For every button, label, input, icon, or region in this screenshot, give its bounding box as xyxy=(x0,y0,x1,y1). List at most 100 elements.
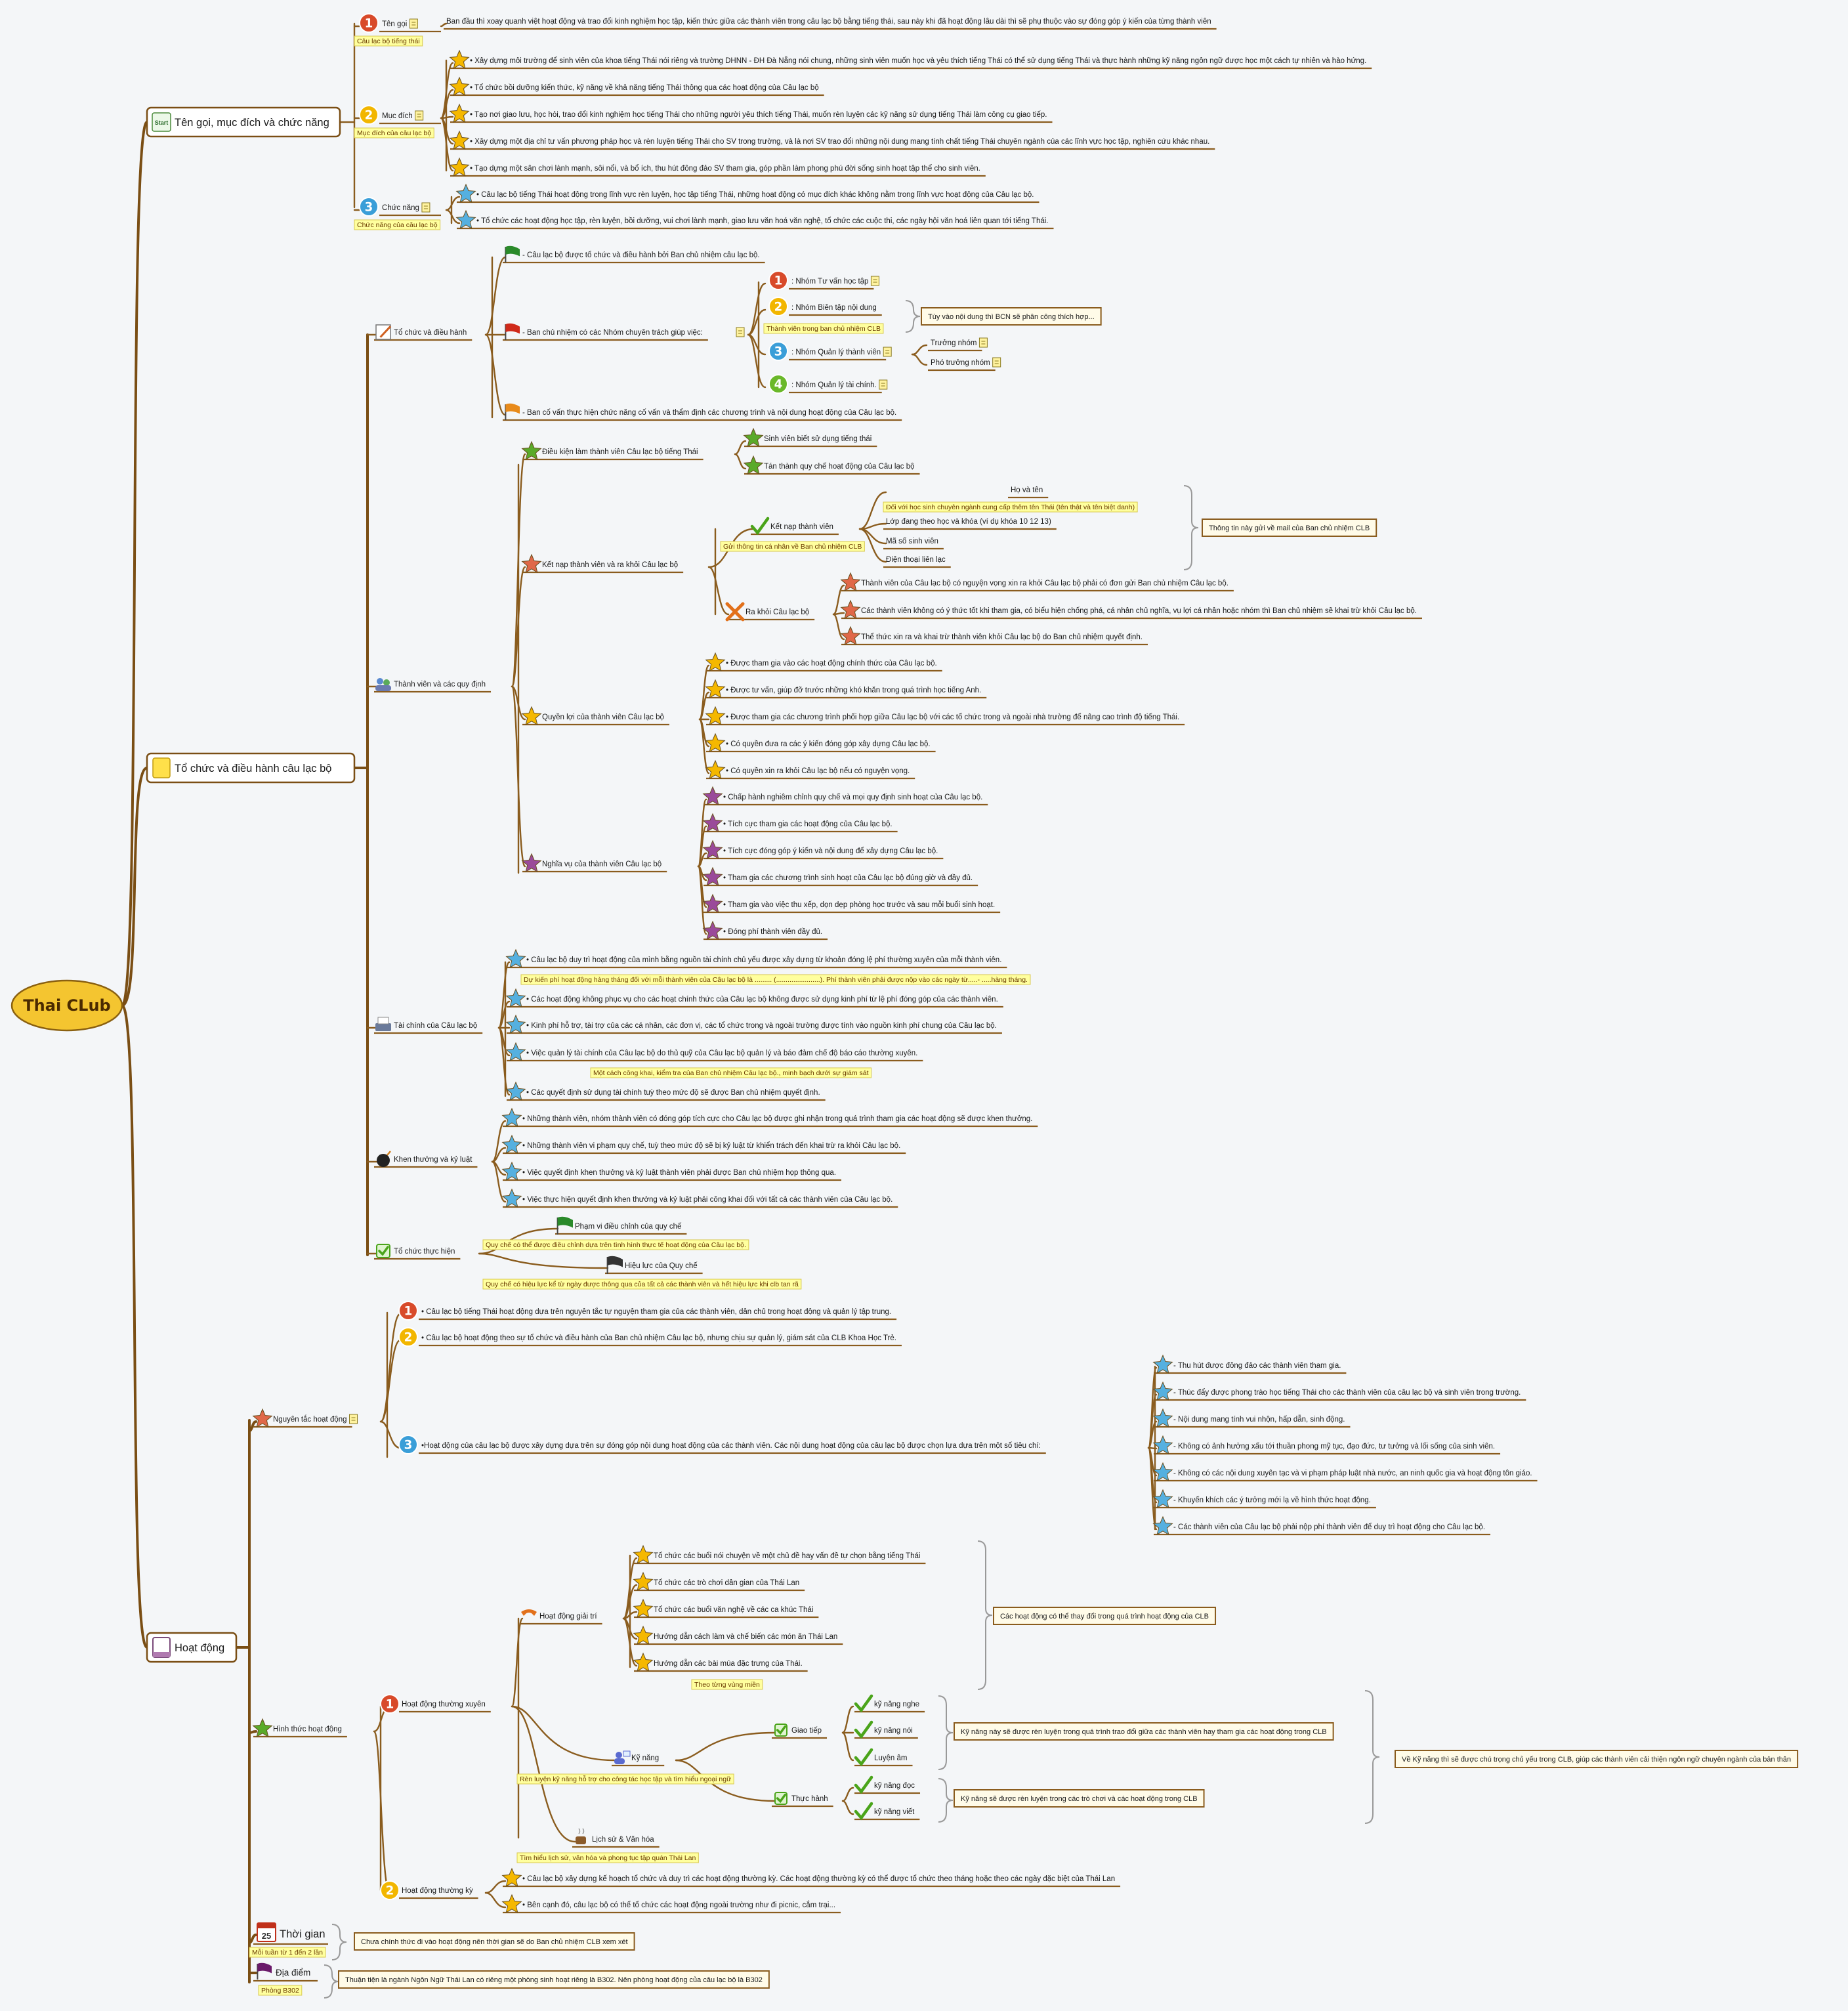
connector xyxy=(1147,1447,1158,1531)
connector xyxy=(491,1160,507,1203)
checkbox-icon xyxy=(774,1792,788,1805)
leaf-node: - Thu hút được đông đảo các thành viên t… xyxy=(1173,1362,1341,1370)
star-icon xyxy=(743,427,764,448)
leaf-node: • Tích cực đóng góp ý kiến và nội dung đ… xyxy=(723,847,938,855)
leaf-node: • Những thành viên, nhóm thành viên có đ… xyxy=(522,1115,1032,1123)
leaf-node: • Các quyết định sử dụng tài chính tuỳ t… xyxy=(526,1089,820,1097)
star-icon xyxy=(501,1161,522,1181)
leaf-node: Hoạt động thường xuyên xyxy=(402,1701,486,1708)
node-label-box xyxy=(482,1279,802,1290)
node-label-box xyxy=(249,1947,326,1958)
connector xyxy=(445,209,461,224)
connector xyxy=(734,453,747,470)
calendar-icon: 25 xyxy=(257,1922,276,1942)
svg-text:2: 2 xyxy=(386,1884,394,1897)
connector xyxy=(858,528,887,563)
connector xyxy=(379,1339,402,1423)
leaf-node: Trưởng nhóm xyxy=(931,339,976,347)
star-icon xyxy=(633,1544,654,1565)
topic-place: Địa điểm xyxy=(276,1968,310,1978)
connector xyxy=(484,333,507,416)
node-label-box xyxy=(883,501,1138,513)
star-icon xyxy=(501,1107,522,1128)
leaf-node: Điện thoại liên lạc xyxy=(886,556,946,564)
flag-icon xyxy=(505,323,520,340)
checkbox-icon xyxy=(376,1244,390,1258)
number-3-icon: 3 xyxy=(768,341,788,361)
main-branch xyxy=(121,767,148,1007)
leaf-node: kỹ năng nói xyxy=(874,1727,913,1735)
callout-box-text: Về Kỹ năng thì sẽ được chú trọng chủ yếu… xyxy=(1402,1756,1791,1764)
star-icon xyxy=(705,706,726,726)
leaf-node: Các thành viên không có ý thức tốt khi t… xyxy=(861,607,1417,615)
leaf-node: Tổ chức các buổi văn nghệ về các ca khúc… xyxy=(654,1606,813,1614)
bomb-icon xyxy=(377,1151,391,1167)
leaf-node: Kết nạp thành viên và ra khỏi Câu lạc bộ xyxy=(542,561,678,569)
coffee-icon xyxy=(576,1828,586,1844)
leaf-node: Lịch sử & Văn hóa xyxy=(592,1836,654,1844)
check-icon xyxy=(854,1694,873,1713)
printer-icon xyxy=(375,1017,391,1031)
main-topic-label: Hoạt động xyxy=(175,1642,224,1654)
topic-time: Thời gian xyxy=(280,1928,326,1940)
number-2-icon: 2 xyxy=(768,297,788,316)
star-icon xyxy=(702,866,723,887)
leaf-node: kỹ năng đọc xyxy=(874,1782,915,1790)
main-topic[interactable]: Tên gọi, mục đích và chức năng xyxy=(146,106,341,138)
connector xyxy=(747,308,766,336)
star-icon xyxy=(505,1014,526,1034)
star-icon xyxy=(449,49,470,70)
node-label-box xyxy=(482,1239,749,1250)
star-icon xyxy=(840,625,861,646)
svg-text:Start: Start xyxy=(155,119,169,126)
note-icon xyxy=(415,110,424,121)
leaf-node: Tài chính của Câu lạc bộ xyxy=(394,1022,477,1030)
main-branch xyxy=(121,1004,148,1649)
leaf-node: • Xây dựng môi trường để sinh viên của k… xyxy=(470,56,1366,65)
node-label: Phòng B302 xyxy=(261,1987,299,1995)
leaf-node: • Tổ chức bồi dưỡng kiến thức, kỹ năng v… xyxy=(470,84,819,92)
number-3-icon: 3 xyxy=(398,1435,418,1454)
leaf-node: : Nhóm Quản lý tài chính. xyxy=(791,381,877,389)
node-label-box xyxy=(354,35,423,47)
leaf-node: Tên gọi xyxy=(382,20,407,28)
connector xyxy=(747,282,766,336)
note-icon xyxy=(870,276,879,286)
star-icon xyxy=(633,1625,654,1645)
leaf-node: Quyền lợi của thành viên Câu lạc bộ xyxy=(542,713,664,721)
connector xyxy=(707,566,730,616)
leaf-node: Thành viên của Câu lạc bộ có nguyện vọng… xyxy=(861,580,1228,587)
leaf-node: • Xây dựng một địa chỉ tư vấn phương phá… xyxy=(470,138,1209,146)
leaf-node: : Nhóm Biên tập nội dung xyxy=(791,304,877,312)
leaf-node: Tán thành quy chế hoạt động của Câu lạc … xyxy=(764,463,915,471)
check-icon xyxy=(854,1748,873,1767)
connector xyxy=(248,1934,257,1944)
root-topic[interactable]: Thai CLub xyxy=(10,979,123,1032)
node-label: Mỗi tuần từ 1 đến 2 lần xyxy=(252,1948,323,1957)
brace xyxy=(977,1540,993,1690)
star-icon xyxy=(705,652,726,672)
svg-text:1: 1 xyxy=(774,274,783,287)
star-icon xyxy=(702,893,723,914)
cross-icon xyxy=(725,602,745,622)
leaf-node: • Việc thực hiện quyết định khen thưởng … xyxy=(522,1196,892,1204)
leaf-node: • Tạo dựng một sân chơi lành mạnh, sôi n… xyxy=(470,165,980,173)
main-topic[interactable]: Tổ chức và điều hành câu lạc bộ xyxy=(146,752,356,784)
connector xyxy=(511,1617,524,1708)
folder-icon xyxy=(152,757,171,778)
leaf-node: kỹ năng viết xyxy=(874,1808,915,1816)
check-icon xyxy=(854,1802,873,1821)
callout-box-text: Thuận tiện là ngành Ngôn Ngữ Thái Lan có… xyxy=(345,1976,763,1984)
node-label: Câu lạc bộ tiếng thái xyxy=(357,37,420,45)
brace xyxy=(905,300,921,333)
leaf-node: : Nhóm Quản lý thành viên xyxy=(791,349,881,356)
connector xyxy=(858,491,887,530)
callout-box xyxy=(954,1789,1205,1808)
star-icon xyxy=(1152,1381,1173,1401)
star-icon xyxy=(449,157,470,177)
callout-box-text: Kỹ năng sẽ được rèn luyện trong các trò … xyxy=(961,1795,1198,1803)
node-label: Quy chế có hiệu lực kể từ ngày được thôn… xyxy=(486,1281,799,1288)
leaf-node: Sinh viên biết sử dụng tiếng thái xyxy=(764,435,872,443)
leaf-node: Thể thức xin ra và khai trừ thành viên k… xyxy=(861,633,1143,641)
leaf-node: • Câu lạc bộ tiếng Thái hoạt động dựa tr… xyxy=(421,1307,891,1316)
